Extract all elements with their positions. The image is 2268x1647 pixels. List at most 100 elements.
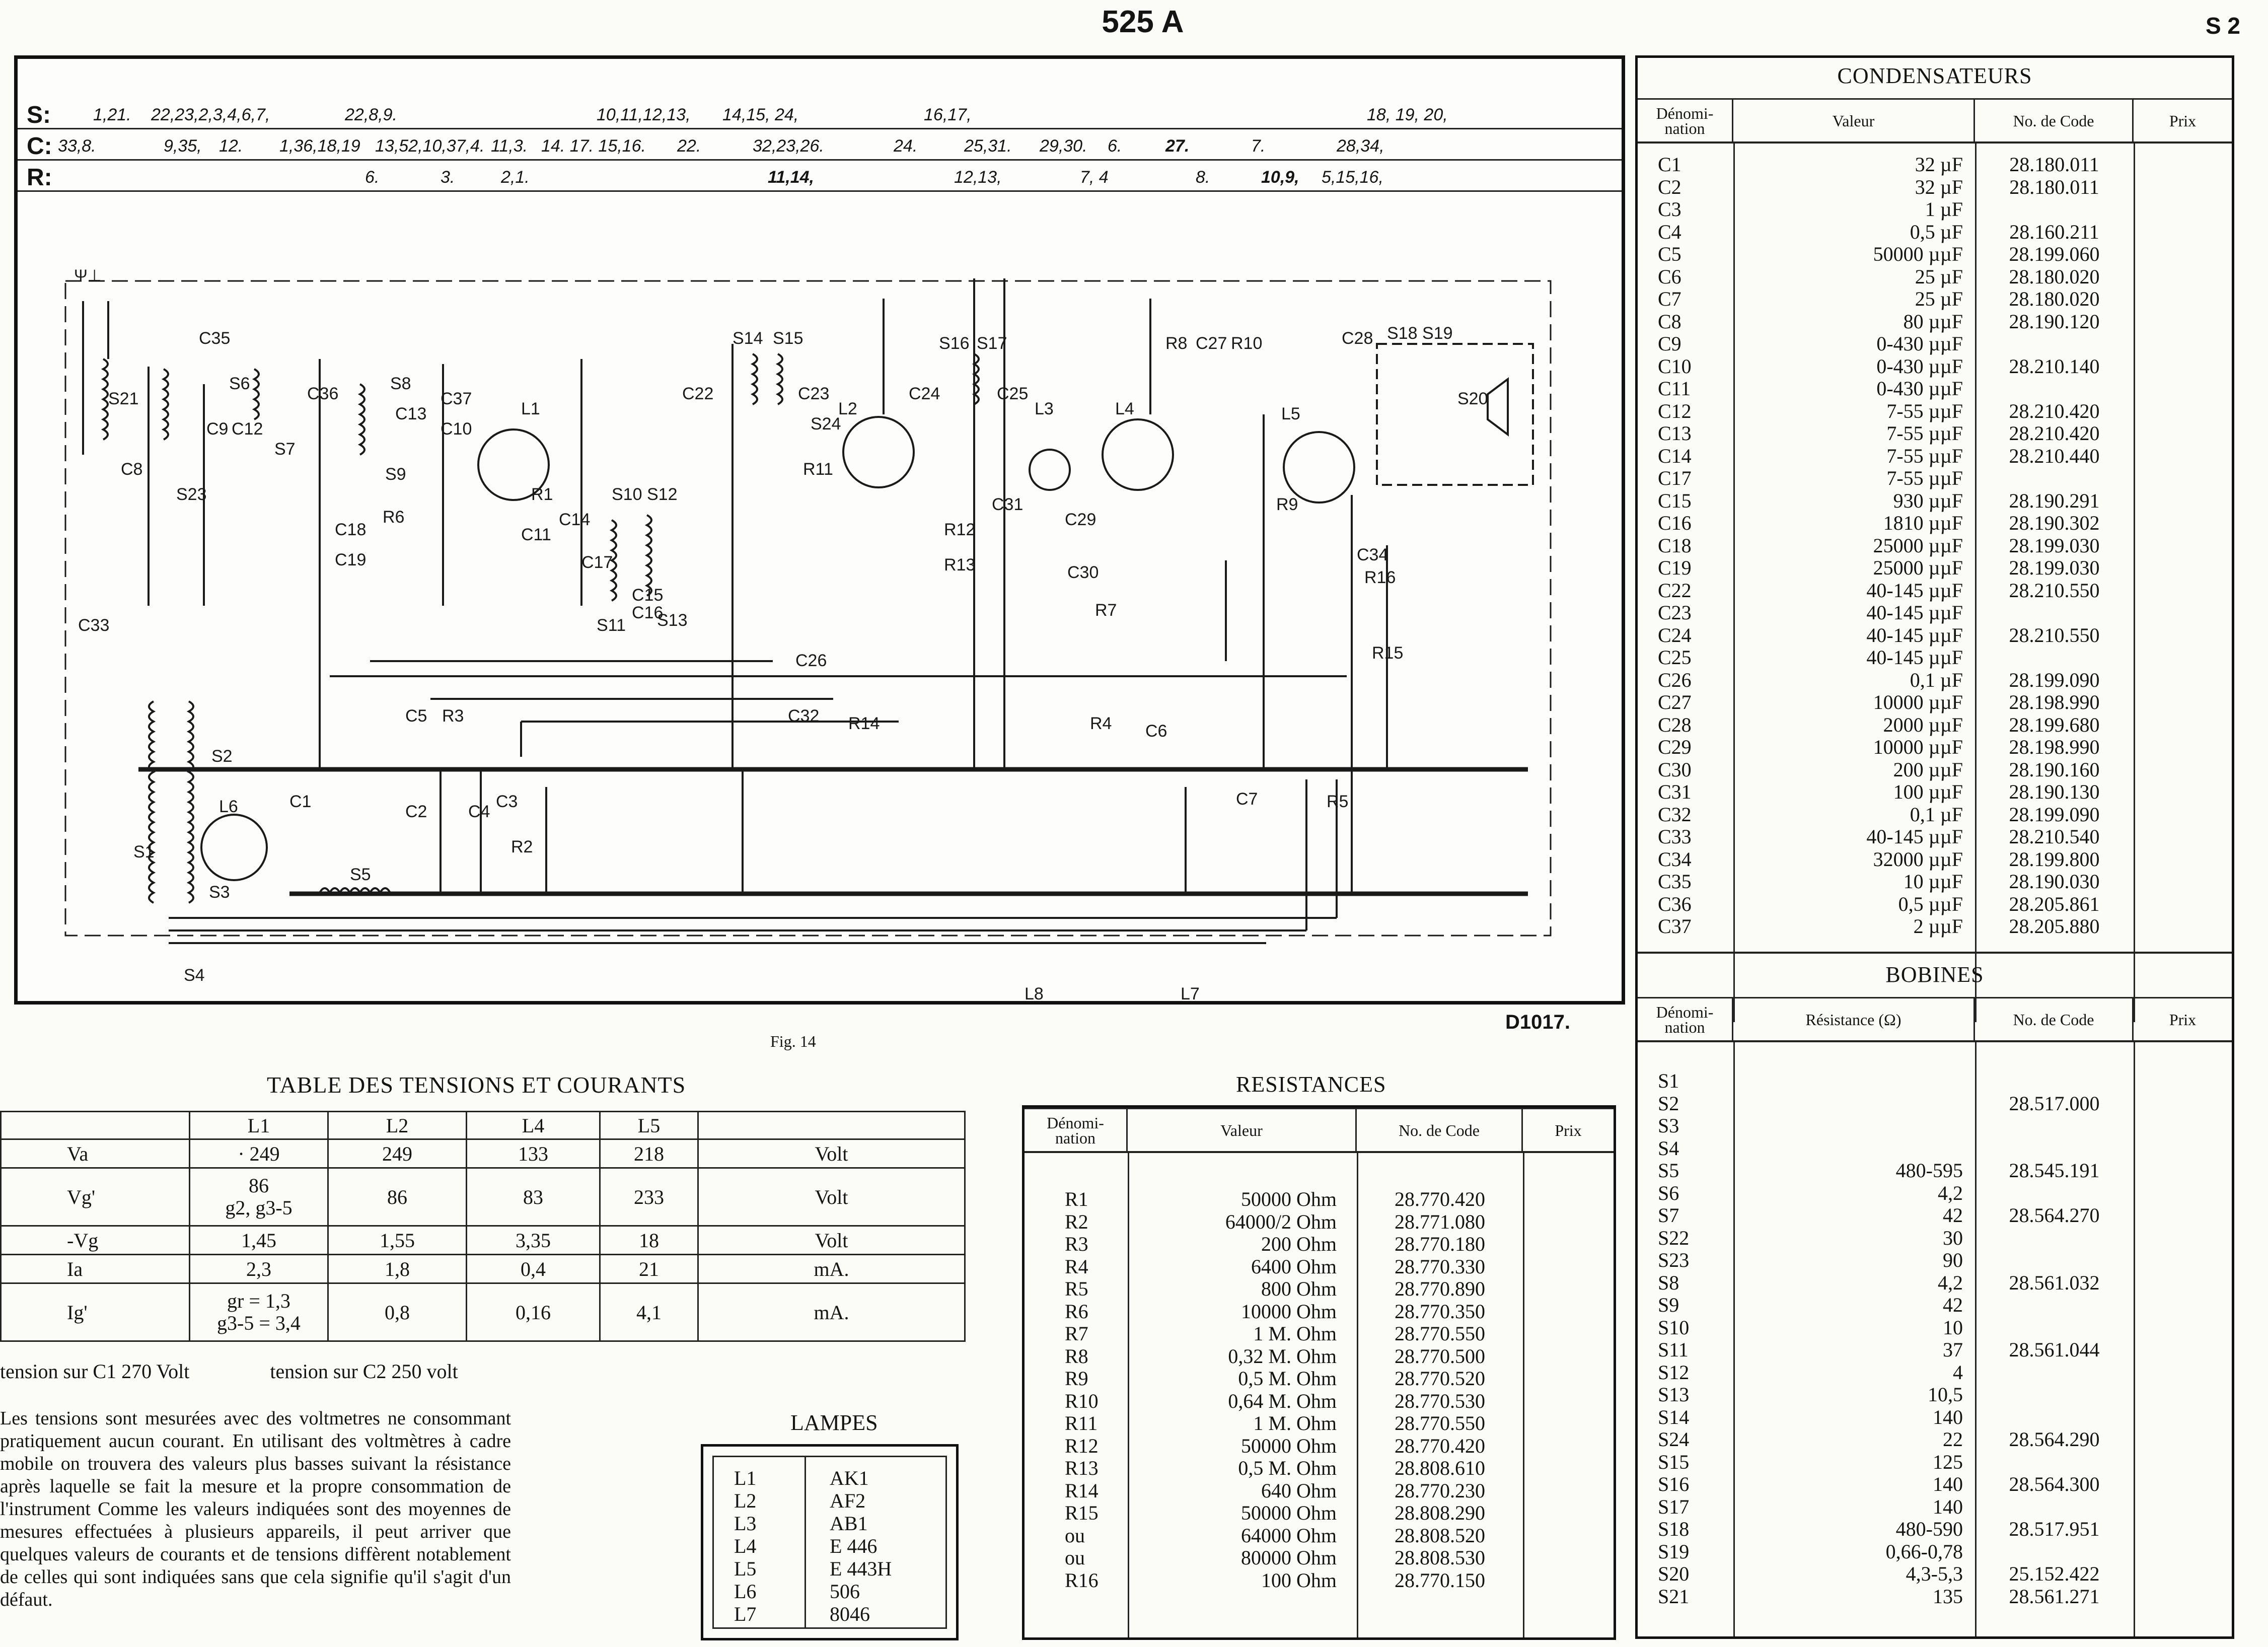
- part-price: [2134, 781, 2232, 804]
- part-name: S14: [1658, 1405, 1690, 1428]
- table-cell: 21: [599, 1254, 699, 1284]
- part-value: 40-145 µµF: [1866, 825, 1963, 848]
- part-price: [1523, 1301, 1614, 1323]
- part-name: S18: [1658, 1518, 1690, 1540]
- part-code: 28.770.420: [1395, 1434, 1485, 1457]
- label-c7: C7: [1236, 790, 1258, 809]
- table-cell: L2: [327, 1111, 467, 1140]
- col-price: Prix: [2169, 1010, 2197, 1029]
- part-code: 28.210.550: [2009, 579, 2100, 602]
- strip-value: 6.: [1108, 136, 1122, 156]
- table-cell: 3,35: [466, 1225, 601, 1255]
- part-code: 28.770.500: [1395, 1344, 1485, 1368]
- strip-value: 11,3.: [491, 136, 528, 156]
- part-price: [2134, 445, 2232, 468]
- part-value: 0,5 µF: [1910, 220, 1963, 243]
- part-price: [1523, 1211, 1614, 1234]
- part-name: C2: [1658, 175, 1681, 198]
- part-value: 4,2: [1938, 1271, 1963, 1294]
- lamp-ref: L3: [734, 1512, 757, 1535]
- part-code: 28.198.990: [2009, 691, 2100, 713]
- resistances-title: RESISTANCES: [1236, 1072, 1386, 1097]
- part-price: [1523, 1188, 1614, 1211]
- schematic-drawing: Ψ⊥: [64, 266, 1552, 1004]
- table-cell: Volt: [697, 1167, 966, 1227]
- part-price: [1523, 1547, 1614, 1569]
- speaker-icon: [1487, 377, 1509, 437]
- part-price: [1523, 1368, 1614, 1390]
- table-row: S3: [1638, 1114, 2232, 1137]
- part-price: [1523, 1390, 1614, 1413]
- table-cell: [697, 1111, 966, 1140]
- label-r15: R15: [1372, 643, 1403, 663]
- strip-value: 10,9,: [1261, 168, 1299, 187]
- table-row: Vg' 86 g2, g3-5 86 83 233 Volt: [0, 1167, 966, 1227]
- table-row: Va · 249 249 133 218 Volt: [0, 1138, 966, 1169]
- part-code: 28.205.880: [2009, 915, 2100, 938]
- part-value: 42: [1943, 1204, 1963, 1227]
- part-value: 800 Ohm: [1261, 1277, 1337, 1300]
- part-value: 10: [1943, 1316, 1963, 1339]
- part-value: 4: [1953, 1360, 1963, 1384]
- drawing-code: D1017.: [1505, 1011, 1570, 1033]
- label-c32: C32: [788, 706, 819, 726]
- part-name: S5: [1658, 1159, 1679, 1182]
- label-s23: S23: [176, 485, 207, 504]
- part-name: C16: [1658, 512, 1692, 534]
- label-s2: S2: [211, 747, 233, 766]
- part-price: [2134, 736, 2232, 759]
- strip-value: 10,11,12,13,: [597, 105, 691, 124]
- part-value: 100 Ohm: [1261, 1568, 1337, 1592]
- part-value: 480-590: [1895, 1518, 1963, 1540]
- part-name: C27: [1658, 691, 1692, 713]
- part-code: [1975, 1362, 2134, 1384]
- table-cell: 0,4: [466, 1254, 601, 1284]
- label-r13: R13: [944, 555, 975, 575]
- label-c23: C23: [798, 384, 829, 403]
- strip-value: 13,52,10,37,4.: [375, 136, 485, 156]
- part-name: S21: [1658, 1585, 1690, 1608]
- table-cell: Volt: [697, 1225, 966, 1255]
- table-cell: 1,8: [327, 1254, 467, 1284]
- measurement-paragraph: Les tensions sont mesurées avec des volt…: [0, 1408, 511, 1610]
- table-cell: 0,8: [327, 1282, 467, 1342]
- part-value: 2 µµF: [1913, 915, 1963, 938]
- part-name: C34: [1658, 847, 1692, 871]
- part-code: [1975, 1541, 2134, 1563]
- part-name: R6: [1065, 1300, 1088, 1323]
- part-value: 25 µF: [1915, 265, 1963, 288]
- lamp-ref: L1: [734, 1467, 757, 1489]
- strip-value: 2,1.: [501, 168, 530, 187]
- part-name: C24: [1658, 623, 1692, 647]
- part-code: 28.199.680: [2009, 713, 2100, 736]
- part-value: 1810 µµF: [1883, 512, 1963, 534]
- part-value: 80 µµF: [1903, 310, 1963, 333]
- part-name: C7: [1658, 288, 1681, 310]
